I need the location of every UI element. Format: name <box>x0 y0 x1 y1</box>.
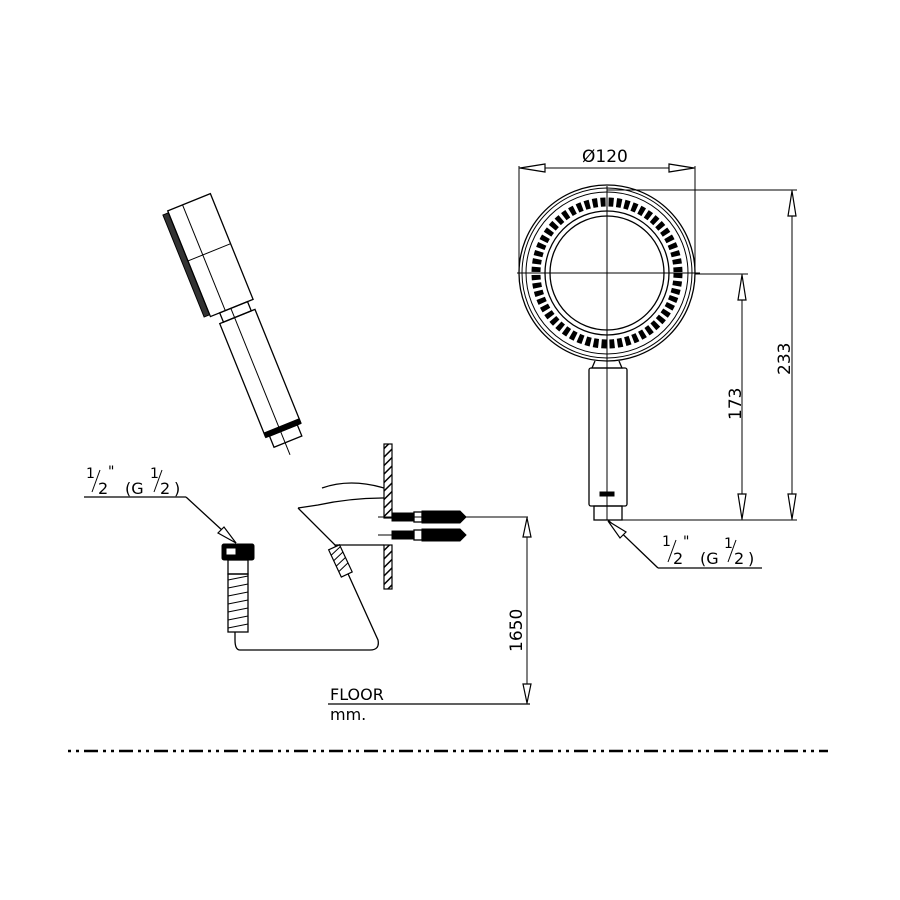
svg-text:1: 1 <box>724 536 733 552</box>
svg-text:(G: (G <box>125 479 144 498</box>
unit-label: mm. <box>330 705 366 724</box>
logo-mark <box>599 491 615 497</box>
spray-face <box>162 212 211 318</box>
diameter-label: Ø120 <box>582 147 628 167</box>
svg-text:2: 2 <box>160 479 170 498</box>
front-view: Ø120 233 173 1 2 " <box>517 147 797 569</box>
svg-text:1: 1 <box>86 466 95 482</box>
hand-shower-side <box>162 192 303 456</box>
side-connection-leader <box>84 496 237 544</box>
hose-connector <box>221 543 255 633</box>
wall-plugs <box>378 510 528 542</box>
wall-section-lower <box>383 544 393 590</box>
handle-front <box>588 367 628 507</box>
svg-text:): ) <box>174 479 180 498</box>
svg-text:1: 1 <box>662 534 671 550</box>
svg-text:": " <box>683 534 689 550</box>
svg-text:1: 1 <box>150 466 159 482</box>
svg-text:): ) <box>748 549 754 568</box>
handle-height-label: 173 <box>726 388 746 420</box>
wall-section-upper <box>383 443 393 519</box>
side-view: 1 2 " (G 1 2 ) 1650 FLOOR mm. <box>84 192 532 724</box>
mount-height-dimension: 1650 <box>328 517 532 705</box>
svg-text:2: 2 <box>98 479 108 498</box>
diameter-dimension: Ø120 <box>518 147 696 273</box>
handle-connector <box>593 505 623 521</box>
svg-text:(G: (G <box>700 549 719 568</box>
wall-bracket <box>297 482 385 546</box>
handle-height-dimension: 173 <box>695 273 748 520</box>
total-height-label: 233 <box>775 343 795 375</box>
total-height-dimension: 233 <box>607 189 797 521</box>
floor-label: FLOOR <box>330 685 384 704</box>
svg-text:": " <box>108 464 114 480</box>
front-connection-leader <box>607 519 762 569</box>
side-connection-label: 1 2 " (G 1 2 ) <box>86 464 180 498</box>
svg-text:2: 2 <box>734 549 744 568</box>
front-connection-label: 1 2 " (G 1 2 ) <box>662 534 754 568</box>
handle-body <box>218 308 302 438</box>
mount-height-label: 1650 <box>507 609 527 652</box>
svg-text:2: 2 <box>673 549 683 568</box>
hose <box>234 543 379 651</box>
